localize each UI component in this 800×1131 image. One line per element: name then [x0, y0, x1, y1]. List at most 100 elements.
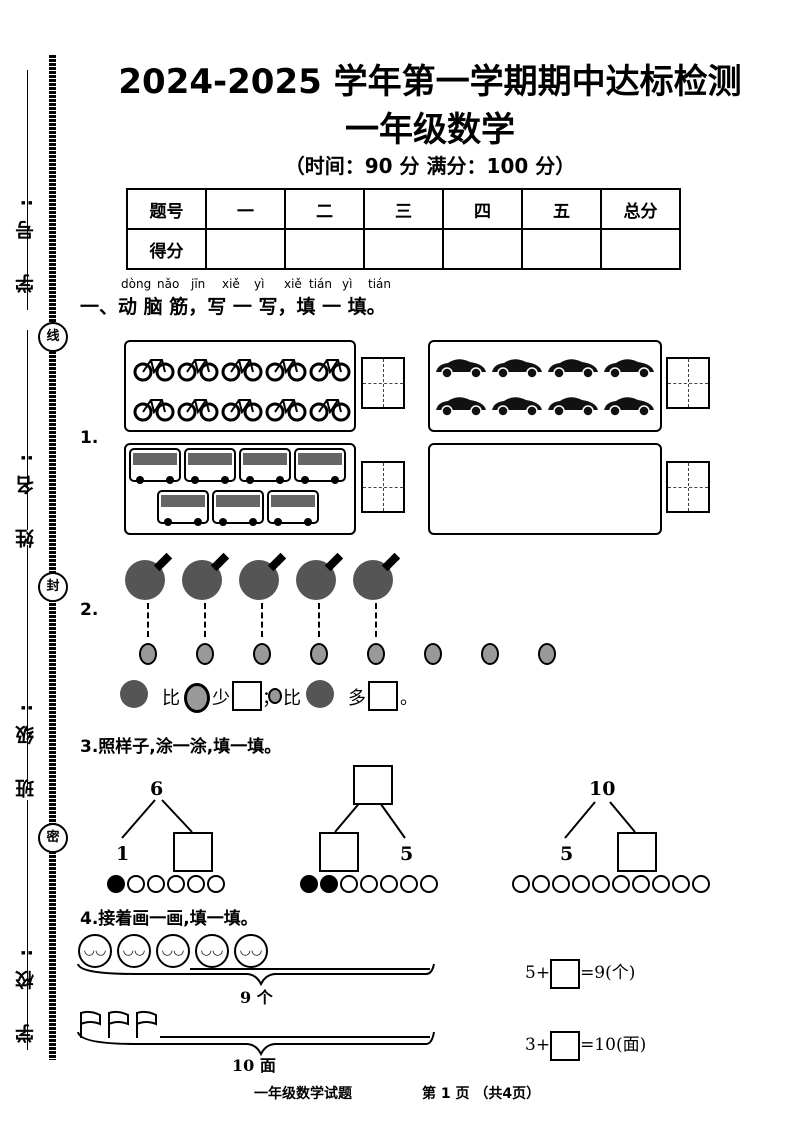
answer-box-eq2[interactable]	[550, 1030, 581, 1061]
count-dot[interactable]	[632, 874, 650, 893]
pinyin: xiě	[222, 277, 240, 291]
score-cell[interactable]	[363, 228, 444, 270]
bicycle-icon	[177, 399, 219, 422]
paddle-icon	[120, 680, 148, 708]
score-header: 五	[521, 188, 602, 230]
question-number: 1.	[80, 428, 99, 448]
count-dot[interactable]	[107, 874, 125, 893]
car-icon	[548, 359, 598, 379]
answer-grid-bicycle[interactable]	[361, 357, 405, 409]
score-cell[interactable]	[284, 228, 365, 270]
score-header: 总分	[600, 188, 681, 230]
draw-line[interactable]	[190, 968, 430, 970]
smiley-icon: ◡◡	[78, 934, 112, 968]
car-icon	[436, 397, 486, 417]
score-cell[interactable]	[205, 228, 286, 270]
count-dot[interactable]	[300, 874, 318, 893]
answer-grid-car[interactable]	[666, 357, 710, 409]
smiley-icon: ◡◡	[156, 934, 190, 968]
answer-box-bond2-left[interactable]	[319, 832, 359, 872]
ball-icon	[367, 643, 385, 665]
brace-9	[77, 963, 435, 986]
answer-box-bond3[interactable]	[617, 832, 657, 872]
dot-row[interactable]	[107, 873, 227, 893]
page-subtitle: 一年级数学	[345, 110, 515, 150]
seal-tag-seal: 封	[38, 572, 68, 602]
pinyin: nǎo	[157, 277, 180, 291]
count-dot[interactable]	[147, 874, 165, 893]
side-line	[27, 330, 28, 530]
count-dot[interactable]	[320, 874, 338, 893]
count-dot[interactable]	[420, 874, 438, 893]
count-dot[interactable]	[340, 874, 358, 893]
draw-line[interactable]	[160, 1036, 430, 1038]
footer-left: 一年级数学试题	[254, 1086, 352, 1102]
equation-2: 3+=10(面)	[525, 1030, 646, 1061]
bicycle-icon	[309, 359, 351, 382]
pinyin: jīn	[191, 277, 206, 291]
brace-10	[77, 1031, 435, 1056]
count-dot[interactable]	[360, 874, 378, 893]
match-line	[318, 603, 320, 637]
bicycle-icon	[133, 399, 175, 422]
page-title: 2024-2025 学年第一学期期中达标检测	[118, 62, 742, 102]
dot-row[interactable]	[300, 873, 440, 893]
answer-box-less[interactable]	[232, 681, 262, 711]
answer-box-bond1[interactable]	[173, 832, 213, 872]
score-cell[interactable]	[442, 228, 523, 270]
count-dot[interactable]	[552, 874, 570, 893]
count-dot[interactable]	[187, 874, 205, 893]
count-dot[interactable]	[672, 874, 690, 893]
bicycle-icon	[177, 359, 219, 382]
answer-box-eq1[interactable]	[550, 958, 581, 989]
question-title: 3.照样子,涂一涂,填一填。	[80, 737, 282, 757]
side-line	[27, 800, 28, 1050]
score-header: 四	[442, 188, 523, 230]
bicycle-icon	[133, 359, 175, 382]
seal-tag-secret: 密	[38, 823, 68, 853]
sentence-text: 比	[162, 688, 180, 709]
smiley-icon: ◡◡	[234, 934, 268, 968]
count-dot[interactable]	[692, 874, 710, 893]
answer-grid-empty[interactable]	[666, 461, 710, 513]
question-title: 4.接着画一画,填一填。	[80, 909, 258, 929]
pinyin: dòng	[121, 277, 152, 291]
car-icon	[548, 397, 598, 417]
pinyin: yì	[254, 277, 265, 291]
count-dot[interactable]	[400, 874, 418, 893]
score-header: 二	[284, 188, 365, 230]
count-dot[interactable]	[652, 874, 670, 893]
count-dot[interactable]	[572, 874, 590, 893]
score-header: 三	[363, 188, 444, 230]
ball-icon	[196, 643, 214, 665]
score-header: 一	[205, 188, 286, 230]
answer-box-more[interactable]	[368, 681, 398, 711]
eq-prefix: 3+	[525, 1035, 551, 1055]
bus-icon	[239, 448, 291, 484]
footer-right: 第 1 页 （共4页）	[422, 1086, 541, 1102]
answer-grid-bus[interactable]	[361, 461, 405, 513]
bicycle-icon	[221, 399, 263, 422]
answer-box-bond2-top[interactable]	[353, 765, 393, 805]
bond-right: 5	[400, 843, 414, 865]
count-dot[interactable]	[532, 874, 550, 893]
pinyin: tián	[368, 277, 391, 291]
bus-icon	[129, 448, 181, 484]
count-dot[interactable]	[167, 874, 185, 893]
score-cell[interactable]	[600, 228, 681, 270]
car-icon	[604, 359, 654, 379]
bus-icon	[294, 448, 346, 484]
count-dot[interactable]	[612, 874, 630, 893]
car-icon	[436, 359, 486, 379]
score-cell[interactable]	[521, 228, 602, 270]
bicycle-group	[124, 340, 356, 432]
student-id-label: 学 号:	[15, 185, 37, 294]
dot-row[interactable]	[512, 873, 712, 893]
count-dot[interactable]	[207, 874, 225, 893]
count-dot[interactable]	[592, 874, 610, 893]
count-dot[interactable]	[512, 874, 530, 893]
empty-drawing-box[interactable]	[428, 443, 662, 535]
count-dot[interactable]	[127, 874, 145, 893]
count-dot[interactable]	[380, 874, 398, 893]
total-label: 10 面	[232, 1056, 276, 1075]
